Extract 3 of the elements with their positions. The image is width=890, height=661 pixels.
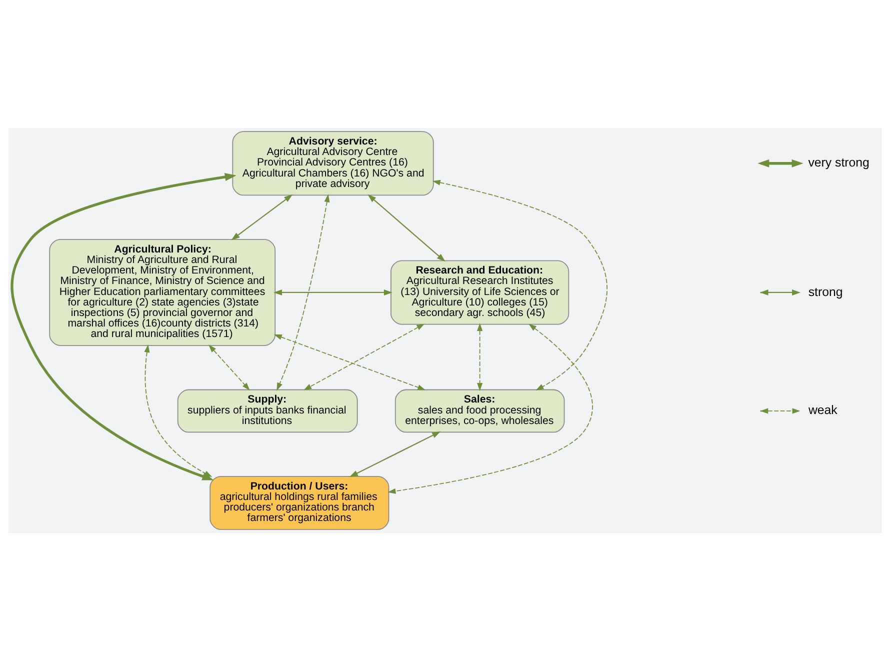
legend-label: very strong — [808, 156, 870, 170]
legend-label: weak — [808, 403, 838, 418]
legend-label: strong — [808, 284, 843, 299]
